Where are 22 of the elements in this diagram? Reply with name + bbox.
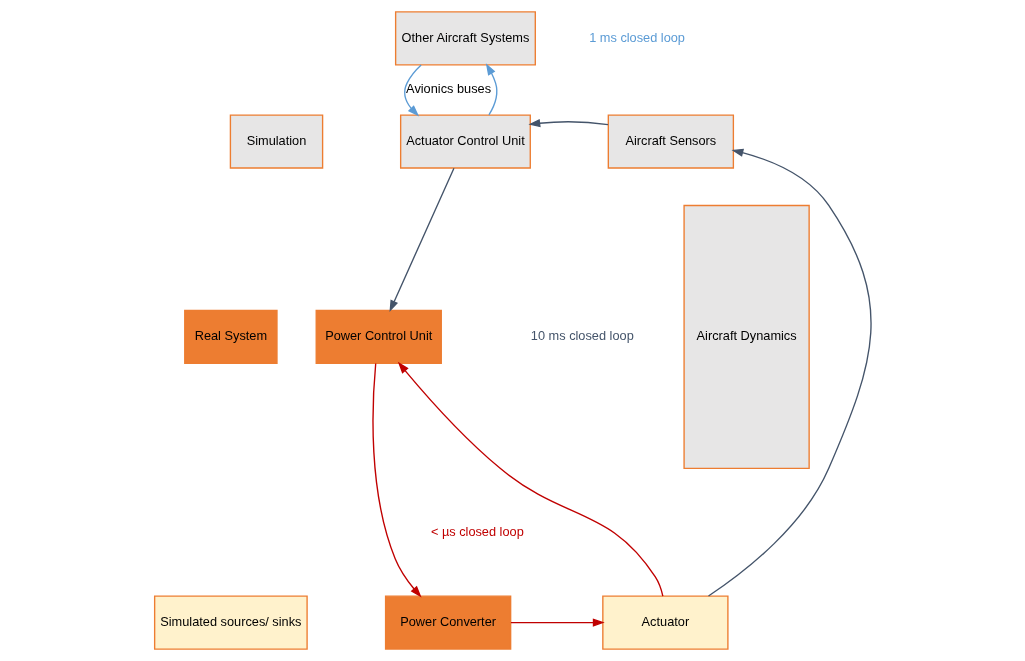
arrow [388,167,455,313]
legend-label: Simulation [246,132,306,148]
node-box: Aircraft Dynamics [682,204,810,470]
label: 10 ms closed loop [530,328,634,344]
node-box: Actuator [601,595,729,650]
arrow [403,64,422,117]
arrow [527,119,609,128]
arrow [371,362,422,598]
node-box: Power Converter [384,595,511,650]
node-box: Power Control Unit [315,309,442,365]
legend-label: Real System [194,328,267,344]
arrow [509,618,605,627]
arrow [707,148,871,597]
edge-label: Avionics buses [405,81,491,97]
arrow [485,63,497,116]
legend-label: Simulated sources/ sinks [159,613,301,629]
arrow [397,361,664,597]
label: 1 ms closed loop [588,29,685,45]
node-box: Actuator Control Unit [399,114,531,169]
node-box: Other Aircraft Systems [394,11,536,66]
node-box: Aircraft Sensors [607,114,734,169]
label: < µs closed loop [430,523,524,539]
